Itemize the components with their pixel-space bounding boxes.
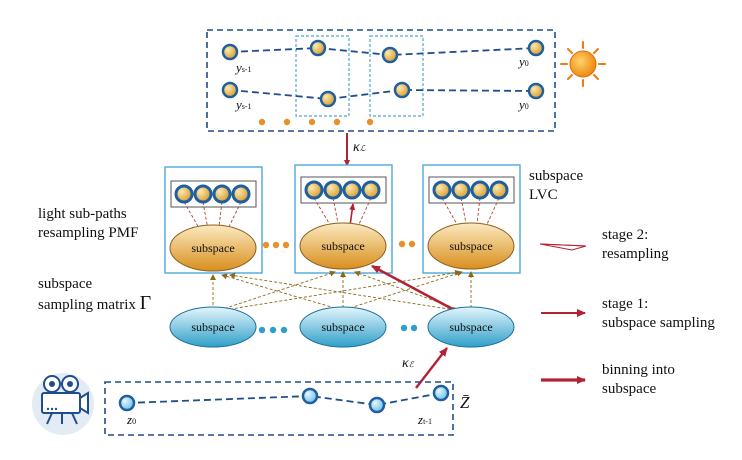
subspace-label: subspace [191,320,234,334]
kappa-L-label: κℒ [353,140,366,155]
vertex [221,81,239,99]
subspace-label: subspace [321,239,364,253]
light-path-lower [229,89,537,100]
legend-stage1-label: stage 1: subspace sampling [602,296,715,331]
subspace-label: subspace [191,241,234,255]
kappa-E-arrow [415,347,448,389]
light-path-label-top-right: y0 [519,54,529,69]
light-path-vertices [221,39,545,108]
lvc-vertex-row [300,176,387,204]
teal-ellipsis-dots [258,324,418,334]
subspace-ellipse-gold-3 [427,222,515,270]
subspace-ellipse-teal-2 [299,306,387,348]
legend-stage2-label: stage 2: resampling [602,227,669,262]
light-paths-box [206,29,556,132]
light-path-ellipsis-dots [258,118,374,126]
lvc-label: subspace LVC [529,168,584,203]
subspace-label: subspace [449,320,492,334]
sampling-matrix-links [210,269,474,311]
camera-icon [32,373,94,435]
subspace-ellipse-teal-1 [169,306,257,348]
vertex [118,394,136,412]
light-subpath-group-box [295,35,350,117]
lvc-vertex-row [170,180,257,208]
light-source-sun-icon [560,41,606,87]
subspace-sampling-arrow [371,264,459,314]
vertex [393,81,411,99]
light-path-label-top-left: ys-1 [236,60,252,75]
light-subpath-group-box [369,35,424,117]
vertex [319,90,337,108]
camera-path-box [104,381,454,436]
subspace-ellipse-gold-2 [299,222,387,270]
vertex [527,39,545,57]
vertex [381,46,399,64]
gold-ellipsis-dots [262,240,416,249]
camera-path [126,392,442,406]
light-path-label-bottom-right: y0 [519,97,529,112]
vertex [309,39,327,57]
lvc-vertex-row [428,176,515,204]
sampling-matrix-label: subspace sampling matrix Γ [38,276,152,314]
vertex [432,384,450,402]
camera-path-label-left: z0 [127,412,137,427]
lvc-vertices [174,180,509,204]
vertex [301,387,319,405]
pmf-label: light sub-paths resampling PMF [38,206,139,241]
vertex [221,43,239,61]
vertex [527,82,545,100]
legend-binning-label: binning into subspace [602,362,675,397]
legend-arrow-stage2 [539,243,587,251]
light-path-label-bottom-left: ys-1 [236,97,252,112]
subspace-label: subspace [449,239,492,253]
light-path-upper [229,47,537,56]
subspace-ellipse-teal-3 [427,306,515,348]
camera-path-vertices [118,384,450,414]
camera-path-set-symbol: Z̄ [460,393,470,412]
subspace-ellipse-gold-1 [169,224,257,272]
camera-path-label-right: zt-1 [418,412,432,427]
subspace-label: subspace [321,320,364,334]
kappa-E-label: κℰ [402,356,414,371]
vertex [368,396,386,414]
